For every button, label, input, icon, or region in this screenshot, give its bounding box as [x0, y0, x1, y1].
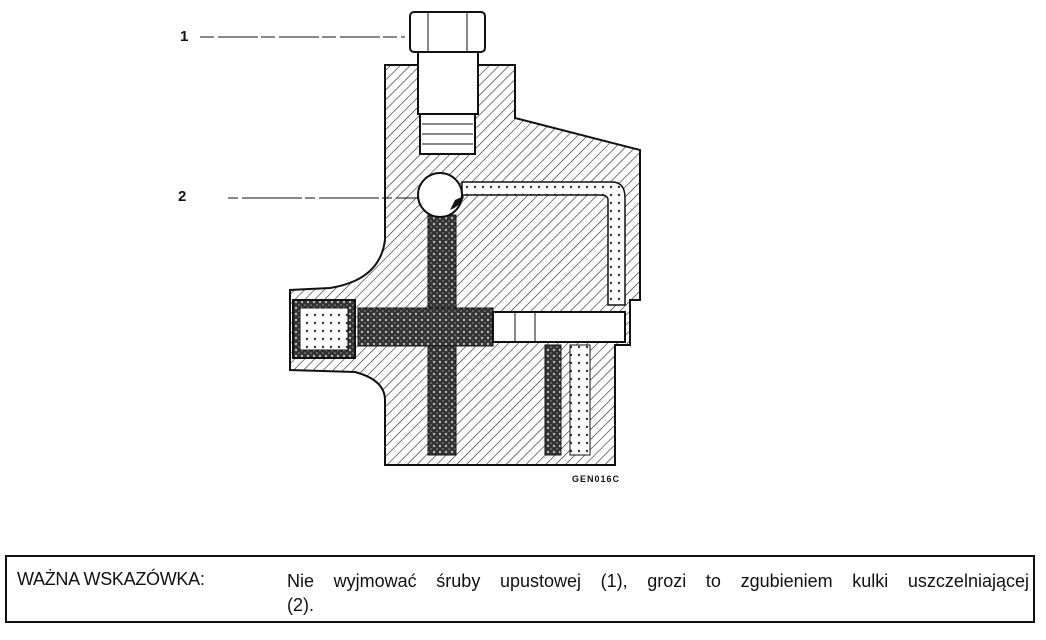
- note-text: Nie wyjmować śruby upustowej (1), grozi …: [287, 571, 1029, 615]
- horizontal-channel: [357, 307, 494, 347]
- figure-code: GEN016C: [572, 474, 621, 484]
- piston: [492, 311, 626, 343]
- important-note-box: WAŻNA WSKAZÓWKA: Nie wyjmować śruby upus…: [5, 555, 1035, 623]
- valve-cross-section-diagram: [200, 11, 641, 466]
- callout-1-label: 1: [180, 28, 189, 45]
- sealing-ball: [417, 172, 463, 218]
- callout-2-label: 2: [178, 188, 187, 205]
- upper-passage: [461, 181, 626, 306]
- note-title: WAŻNA WSKAZÓWKA:: [17, 569, 205, 589]
- bleed-screw: [409, 11, 486, 155]
